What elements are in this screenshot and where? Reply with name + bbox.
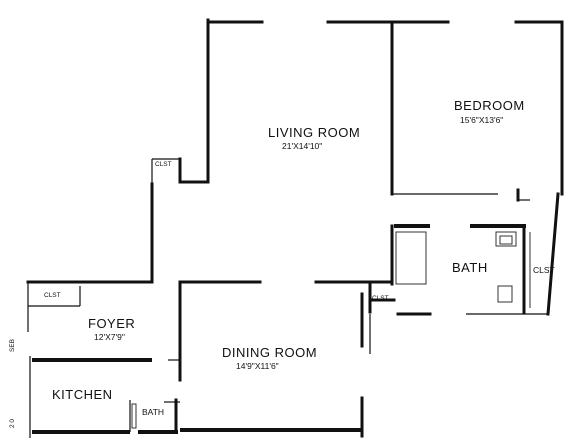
bath-closet-label: CLST bbox=[533, 265, 555, 275]
dining-room-name: DINING ROOM bbox=[222, 345, 317, 360]
lower-left-side-label: 2 0 bbox=[9, 419, 16, 428]
upper-left-side-label: SEB bbox=[9, 339, 16, 352]
foyer-label: FOYER 12'X7'9" bbox=[88, 316, 135, 342]
kitchen-label: KITCHEN bbox=[52, 387, 113, 402]
bathtub bbox=[395, 231, 427, 285]
bedroom-dims: 15'6"X13'6" bbox=[460, 115, 503, 125]
bedroom-label: BEDROOM 15'6"X13'6" bbox=[454, 98, 525, 125]
bath-main-name: BATH bbox=[452, 260, 488, 275]
sink-basin bbox=[499, 235, 513, 245]
foyer-closet-label: CLST bbox=[44, 292, 61, 299]
living-room-name: LIVING ROOM bbox=[268, 125, 360, 140]
bath-main-label: BATH bbox=[452, 260, 488, 275]
living-room-dims: 21'X14'10" bbox=[282, 141, 322, 151]
kitchen-counter-edge bbox=[131, 403, 137, 429]
hall-closet-label: CLST bbox=[372, 295, 389, 302]
bath-small-label: BATH bbox=[142, 407, 164, 417]
kitchen-name: KITCHEN bbox=[52, 387, 113, 402]
bedroom-name: BEDROOM bbox=[454, 98, 525, 113]
sink bbox=[495, 231, 517, 247]
foyer-name: FOYER bbox=[88, 316, 135, 331]
walls bbox=[26, 18, 564, 438]
dining-room-dims: 14'9"X11'6" bbox=[236, 361, 279, 371]
bath-fixtures bbox=[131, 231, 531, 429]
bath-small-name: BATH bbox=[142, 407, 164, 417]
living-room-label: LIVING ROOM 21'X14'10" bbox=[268, 125, 360, 151]
toilet bbox=[497, 285, 513, 303]
foyer-dims: 12'X7'9" bbox=[94, 332, 125, 342]
living-closet-label: CLST bbox=[155, 161, 172, 168]
dining-room-label: DINING ROOM 14'9"X11'6" bbox=[222, 345, 317, 371]
